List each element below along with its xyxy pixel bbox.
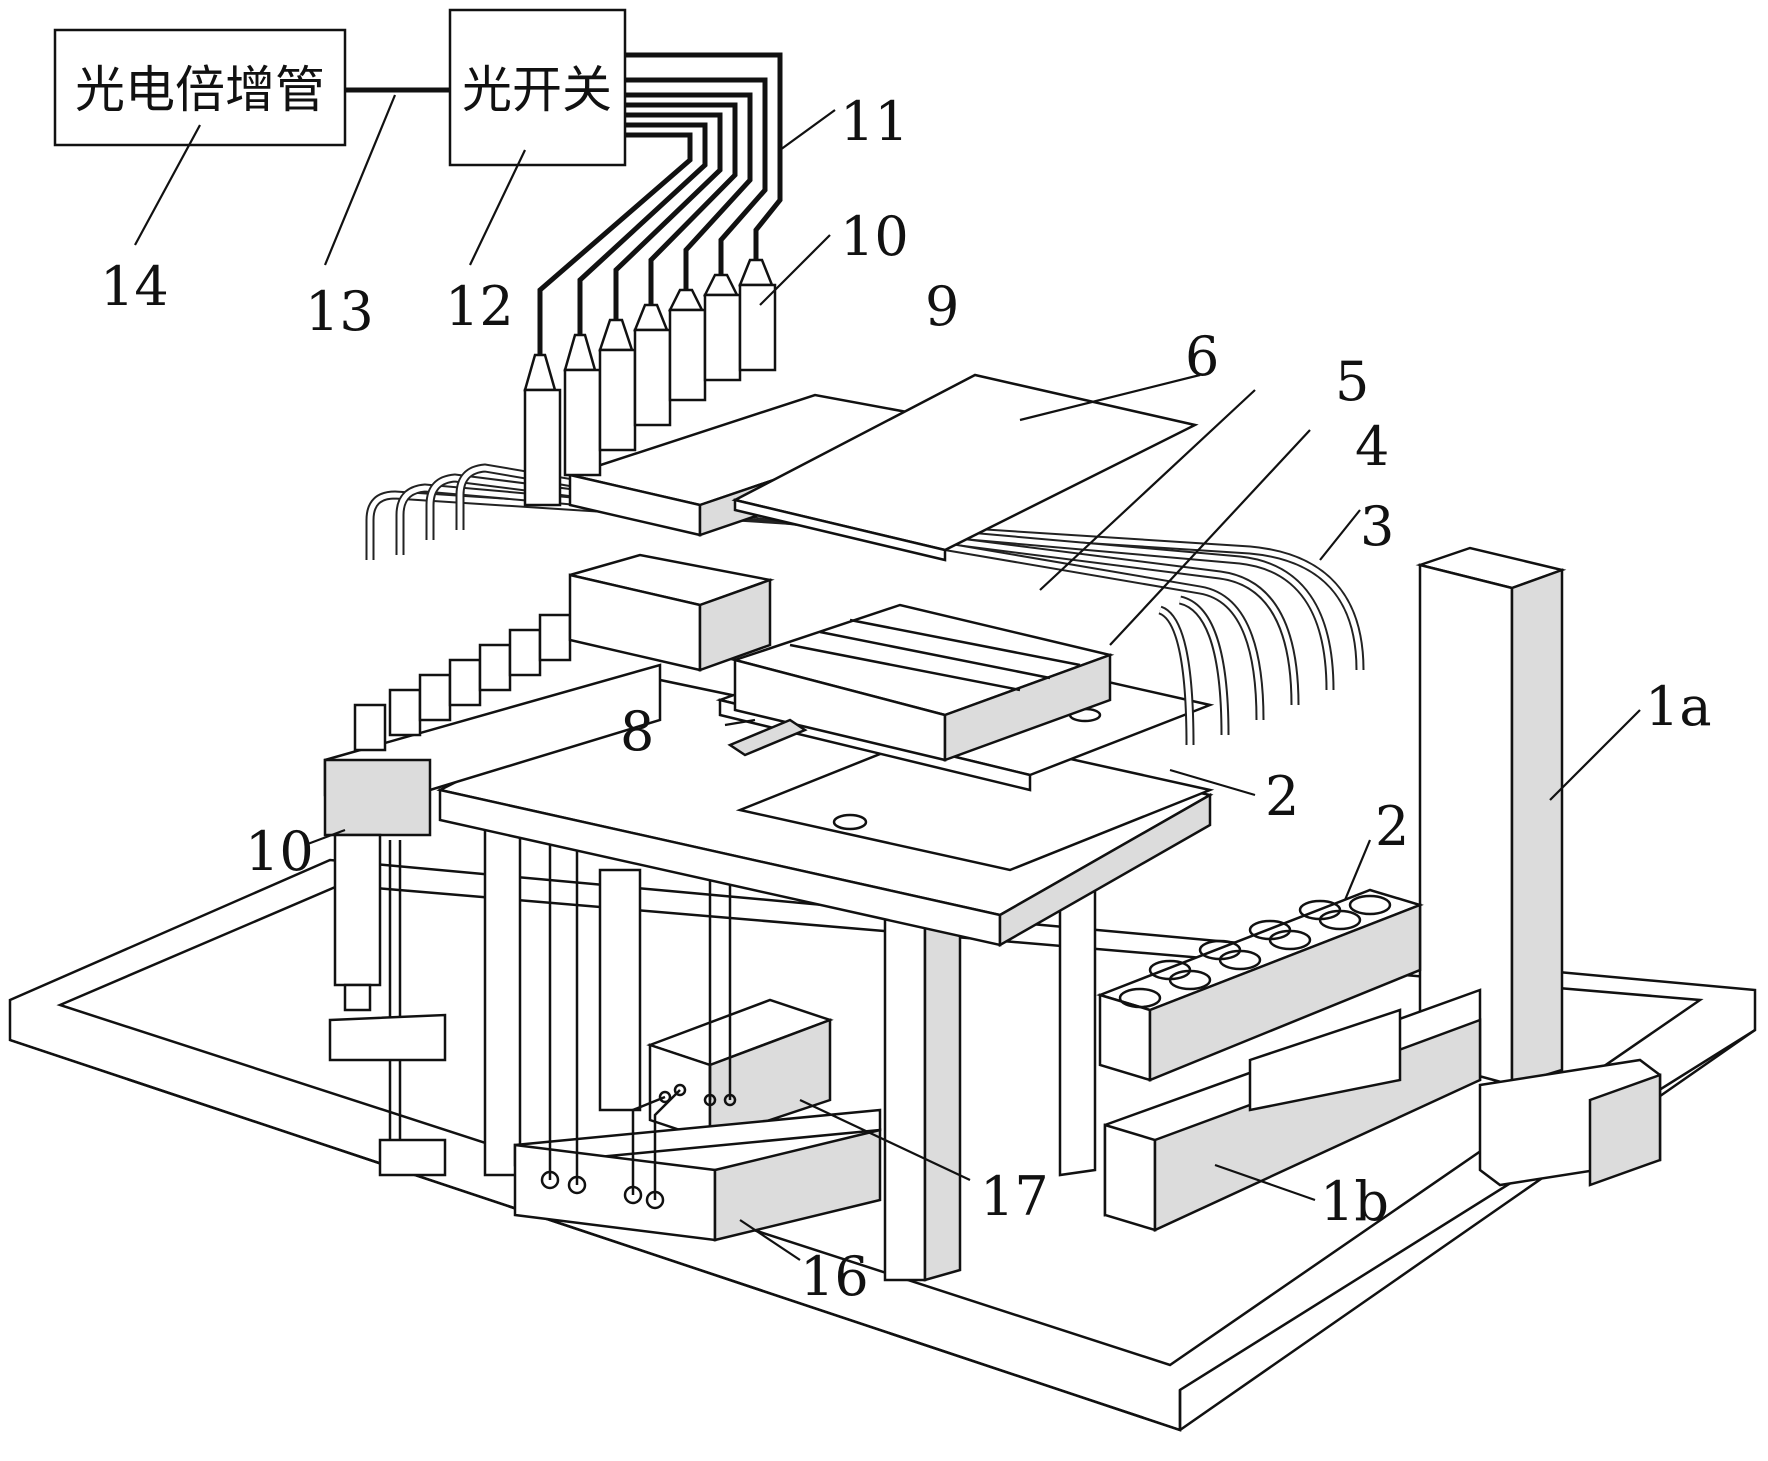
label-7: 6 bbox=[1185, 325, 1219, 388]
label-3: 2 bbox=[1265, 765, 1299, 828]
label-16: 16 bbox=[800, 1245, 869, 1308]
label-15: 14 bbox=[100, 255, 169, 318]
label-8: 8 bbox=[620, 700, 654, 763]
label-5: 4 bbox=[1355, 415, 1389, 478]
label-11: 10 bbox=[840, 205, 909, 268]
label-1a: 1a bbox=[1645, 675, 1712, 738]
label-17: 17 bbox=[980, 1165, 1049, 1228]
label-9: 9 bbox=[925, 275, 959, 338]
label-13: 12 bbox=[445, 275, 514, 338]
label-2: 2 bbox=[1375, 795, 1409, 858]
pmt-label: 光电倍增管 bbox=[75, 61, 325, 119]
label-10: 10 bbox=[245, 820, 314, 883]
label-1b: 1b bbox=[1320, 1170, 1389, 1233]
label-14: 13 bbox=[305, 280, 374, 343]
lower-block bbox=[570, 555, 770, 670]
pmt-block: 光电倍增管 bbox=[55, 30, 345, 145]
optical-switch-label: 光开关 bbox=[462, 61, 612, 119]
label-12: 11 bbox=[840, 90, 909, 153]
optical-switch-block: 光开关 bbox=[450, 10, 625, 165]
label-6: 5 bbox=[1335, 350, 1369, 413]
label-4: 3 bbox=[1360, 495, 1394, 558]
